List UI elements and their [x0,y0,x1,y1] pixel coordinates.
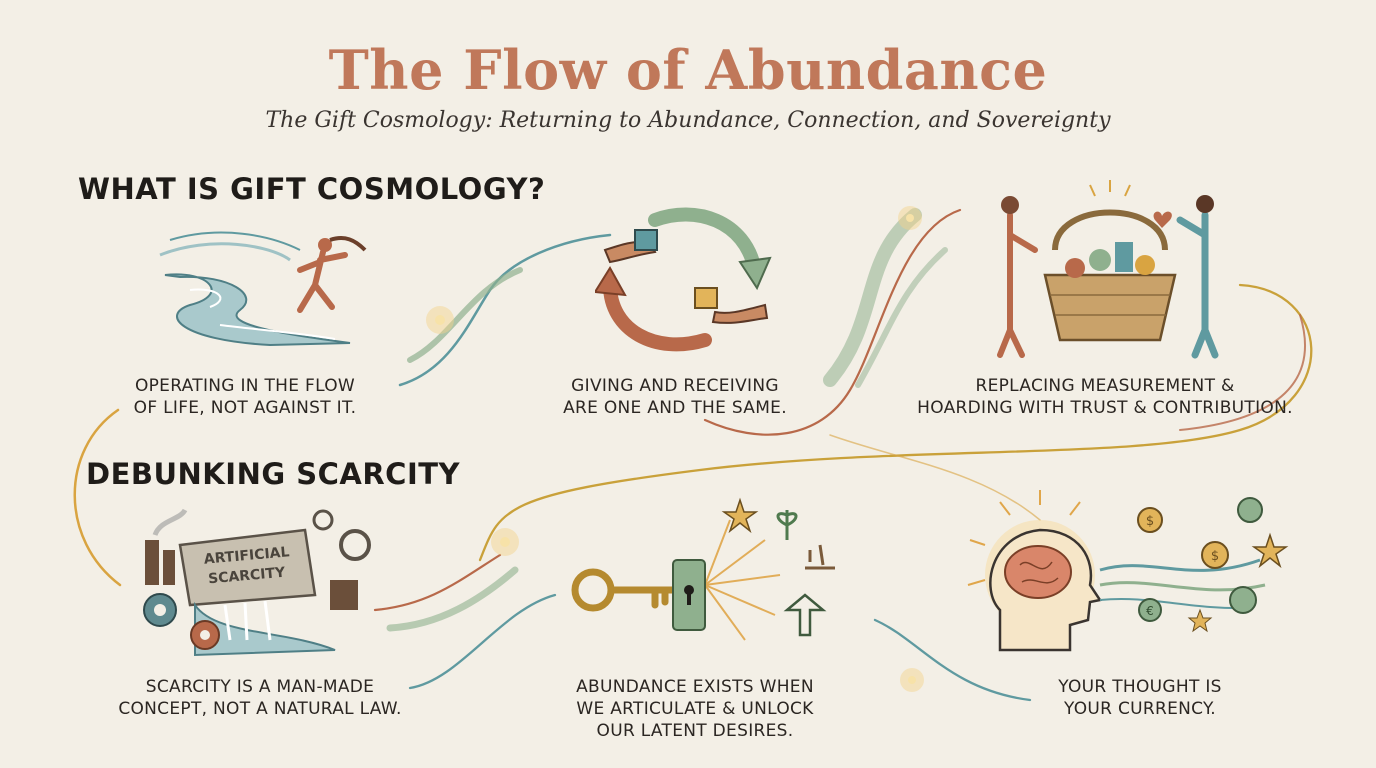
flow-line-left-loop [73,408,122,587]
card-caption-flow: OPERATING IN THE FLOW OF LIFE, NOT AGAIN… [105,375,385,419]
page-title: The Flow of Abundance [328,38,1048,102]
caption-line: SCARCITY IS A MAN-MADE [145,677,375,697]
svg-text:$: $ [1146,514,1154,529]
flow-line-2-3 [703,208,962,436]
caption-line: ABUNDANCE EXISTS WHEN [576,677,814,697]
key-unlock-icon [571,497,835,641]
caption-line: YOUR CURRENCY. [1063,699,1216,719]
caption-line: HOARDING WITH TRUST & CONTRIBUTION. [917,398,1293,418]
caption-line: OF LIFE, NOT AGAINST IT. [133,398,357,418]
caption-line: ARE ONE AND THE SAME. [563,398,787,418]
river-runner-icon [159,231,367,347]
caption-line: CONCEPT, NOT A NATURAL LAW. [118,699,402,719]
flow-line-4-5 [373,553,502,612]
community-basket-icon [997,180,1219,359]
caption-line: REPLACING MEASUREMENT & [975,376,1235,396]
flow-line-right-swoop [478,283,1313,562]
dam-label-artificial: ARTIFICIAL [203,544,290,567]
caption-line: WE ARTICULATE & UNLOCK [576,699,814,719]
svg-text:$: $ [1211,549,1219,564]
caption-line: YOUR THOUGHT IS [1058,677,1222,697]
thought-currency-icon: $ $ € [967,490,1289,652]
card-caption-trust: REPLACING MEASUREMENT & HOARDING WITH TR… [900,375,1310,419]
card-caption-thought: YOUR THOUGHT IS YOUR CURRENCY. [1010,676,1270,720]
flow-line-5-6 [873,618,1032,702]
giving-receiving-cycle-icon [595,207,772,352]
caption-line: OPERATING IN THE FLOW [134,376,356,396]
section-heading-debunking-scarcity: DEBUNKING SCARCITY [86,457,461,491]
dam-label-scarcity: SCARCITY [208,565,287,588]
card-caption-giving: GIVING AND RECEIVING ARE ONE AND THE SAM… [535,375,815,419]
caption-line: GIVING AND RECEIVING [571,376,779,396]
section-heading-gift-cosmology: WHAT IS GIFT COSMOLOGY? [78,172,546,206]
scarcity-dam-icon: ARTIFICIAL SCARCITY [143,508,371,657]
page-subtitle: The Gift Cosmology: Returning to Abundan… [265,108,1111,133]
card-caption-scarcity: SCARCITY IS A MAN-MADE CONCEPT, NOT A NA… [100,676,420,720]
svg-text:€: € [1146,604,1154,618]
card-caption-abundance: ABUNDANCE EXISTS WHEN WE ARTICULATE & UN… [545,676,845,742]
caption-line: OUR LATENT DESIRES. [596,721,794,741]
